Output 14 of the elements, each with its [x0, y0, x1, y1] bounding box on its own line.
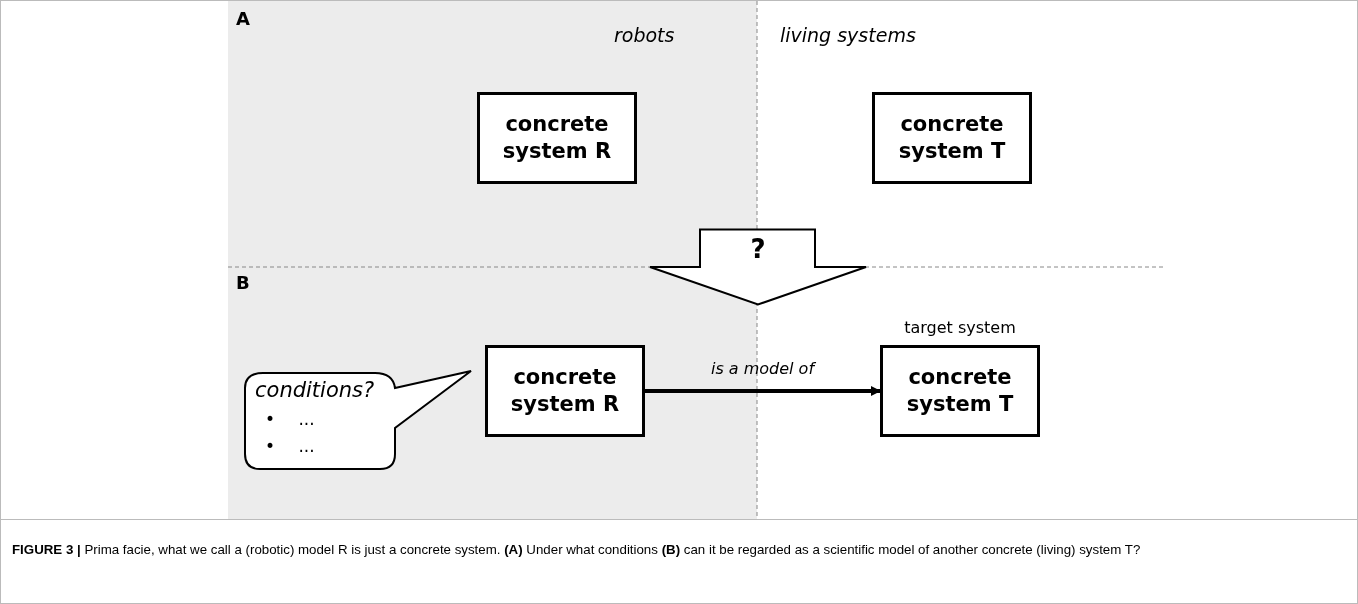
- arrow: [645, 386, 881, 396]
- box-caption: target system: [903, 318, 1017, 337]
- panel-letter: B: [236, 272, 250, 293]
- process-box: concrete system R: [485, 345, 645, 437]
- edge-label: is a model of: [709, 359, 817, 378]
- block-arrow: ?: [648, 228, 868, 306]
- process-box: concrete system R: [477, 92, 637, 184]
- column-heading: living systems: [780, 24, 916, 46]
- process-box: concrete system T: [872, 92, 1032, 184]
- panel-letter: A: [236, 8, 250, 29]
- speech-bubble: conditions? • ... • ...: [243, 368, 473, 471]
- column-heading: robots: [614, 24, 675, 46]
- process-box: concrete system T: [880, 345, 1040, 437]
- figure-caption: FIGURE 3 | Prima facie, what we call a (robotic) model R is just a concrete system. (A) Under what conditions (B) can it be regarded as a scientific model of another concrete (living) system T?: [0, 519, 1358, 581]
